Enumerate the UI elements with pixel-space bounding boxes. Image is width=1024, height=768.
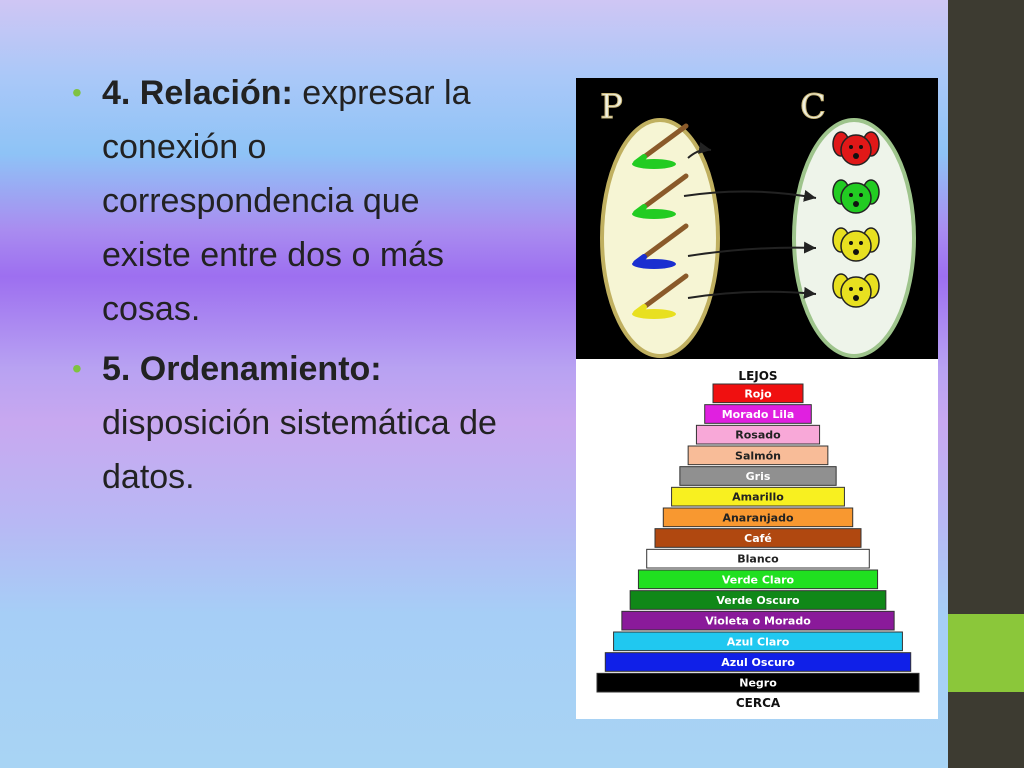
dog-face-icon — [832, 179, 880, 214]
pyramid-level-label: Blanco — [737, 553, 779, 566]
pyramid-level-label: Morado Lila — [722, 408, 795, 421]
pyramid-level — [596, 672, 920, 693]
pyramid-level-label: Gris — [746, 470, 771, 483]
dog-face-icon — [832, 227, 880, 262]
bullet-list: • 4. Relación: expresar la conexión o co… — [72, 66, 512, 510]
mapping-arrows-group — [683, 142, 817, 299]
relation-figure: P C — [576, 78, 938, 359]
bullet-text: expresar la conexión o correspondencia q… — [102, 74, 471, 328]
pyramid-level — [637, 569, 879, 590]
pyramid-level — [671, 486, 845, 507]
pyramid-level-label: Verde Claro — [722, 573, 795, 586]
mapping-arrow — [683, 189, 817, 202]
bullet-dot-icon: • — [72, 77, 82, 108]
bullet-term: 4. Relación: — [102, 74, 293, 112]
pyramid-level — [629, 590, 887, 610]
mapping-arrow — [687, 241, 817, 257]
pyramid-level — [662, 507, 854, 528]
pyramid-level-label: Rojo — [744, 387, 772, 400]
dog-faces-group — [832, 131, 880, 308]
set-p-label: P — [600, 87, 623, 127]
pyramid-level-label: Negro — [739, 677, 777, 690]
right-accent-block — [948, 614, 1024, 692]
pyramid-level — [704, 404, 812, 424]
dog-face-icon — [832, 273, 880, 308]
pyramid-level — [654, 528, 862, 548]
pyramid-level — [695, 424, 821, 445]
pyramid-level-label: Azul Oscuro — [721, 656, 795, 669]
pyramid-level-label: Salmón — [735, 449, 781, 462]
paint-brush-icon — [632, 223, 689, 269]
set-p-ellipse — [600, 118, 720, 358]
pyramid-level — [604, 652, 912, 672]
pyramid-level — [613, 631, 903, 652]
pyramid-level — [679, 466, 837, 486]
mapping-arrow — [687, 286, 817, 299]
pyramid-level — [687, 445, 829, 466]
pyramid-level-label: Rosado — [735, 429, 781, 442]
pyramid-top-label: LEJOS — [738, 369, 777, 383]
bullet-relacion: • 4. Relación: expresar la conexión o co… — [72, 66, 512, 336]
pyramid-bottom-label: CERCA — [736, 696, 781, 710]
paint-brush-icon — [632, 273, 689, 319]
bullet-term: 5. Ordenamiento: — [102, 350, 382, 388]
pyramid-level-label: Amarillo — [732, 491, 784, 504]
pyramid-level — [646, 548, 870, 569]
paint-brush-icon — [632, 123, 689, 169]
pyramid-level-label: Anaranjado — [722, 511, 794, 524]
pyramid-level-label: Violeta o Morado — [705, 615, 811, 628]
pyramid-level — [621, 610, 895, 631]
pyramid-level-label: Verde Oscuro — [716, 594, 800, 607]
right-decor-bar — [948, 0, 1024, 768]
set-c-label: C — [800, 87, 826, 127]
paint-brushes-group — [632, 123, 689, 319]
bullet-ordenamiento: • 5. Ordenamiento: disposición sistemáti… — [72, 342, 512, 504]
pyramid-level-label: Café — [744, 532, 772, 545]
pyramid-level-label: Azul Claro — [727, 635, 790, 648]
pyramid-level — [712, 383, 804, 404]
paint-brush-icon — [632, 173, 689, 219]
dog-face-icon — [832, 131, 880, 166]
bullet-text: disposición sistemática de datos. — [102, 404, 497, 496]
bullet-dot-icon: • — [72, 353, 82, 384]
mapping-arrow — [687, 142, 712, 159]
relation-figure-svg: P C — [600, 87, 916, 358]
